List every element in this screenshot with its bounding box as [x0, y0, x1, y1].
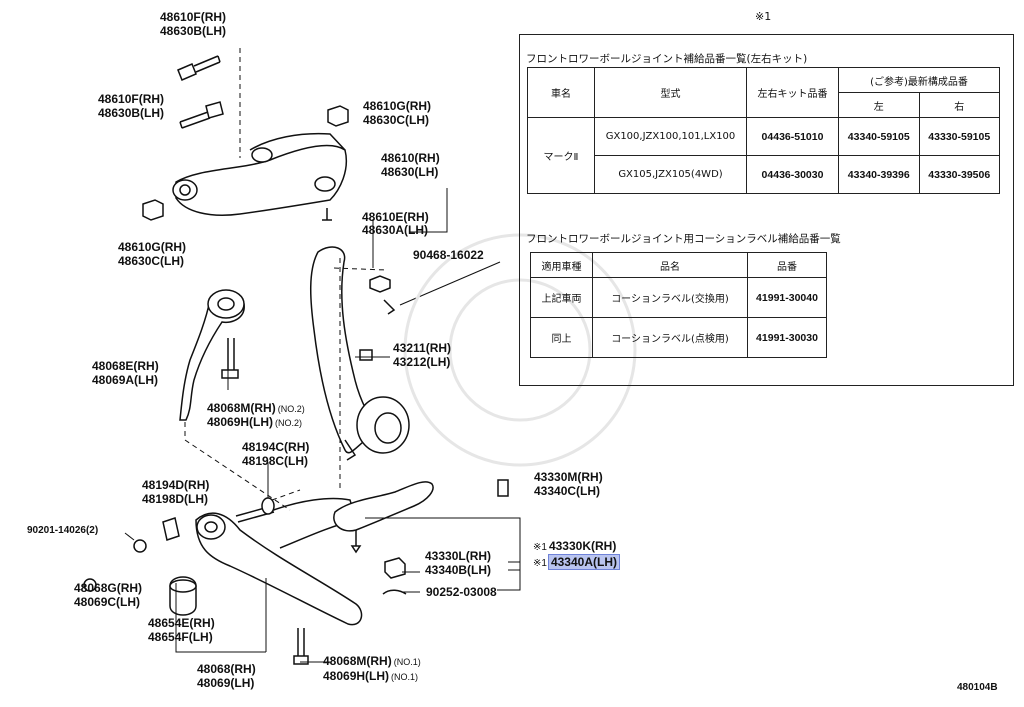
washer: [83, 517, 180, 592]
label-48198D-lh: 48198D(LH): [142, 492, 209, 506]
label-48194D-rh: 48194D(RH): [142, 478, 210, 492]
label-48610-rh: 48610(RH): [381, 151, 440, 165]
label-90201-14026: 90201-14026(2): [27, 525, 99, 536]
cell-car: マークⅡ: [527, 117, 595, 194]
upper-arm-bolt-top: [177, 55, 221, 81]
label-90252-03008: 90252-03008: [426, 585, 497, 599]
th-right: 右: [918, 92, 1000, 118]
label-48654E-rh: 48654E(RH): [148, 616, 215, 630]
label-90468-16022: 90468-16022: [413, 248, 484, 262]
cell-right-1: 43330-59105: [918, 117, 1000, 156]
label-48630C-lh: 48630C(LH): [363, 113, 430, 127]
cell-model-1: GX100,JZX100,101,LX100: [594, 117, 747, 156]
panel-note-mark: ※1: [755, 10, 772, 23]
th-kit: 左右キット品番: [746, 67, 839, 118]
th-vehicle: 適用車種: [530, 252, 593, 278]
label-48610G-rh-2: 48610G(RH): [118, 240, 187, 254]
label-48068G-rh: 48068G(RH): [74, 581, 143, 595]
label-48610F-rh-2: 48610F(RH): [98, 92, 165, 106]
cell-vehicle-1: 上記車両: [530, 277, 593, 318]
table1-title: フロントロワーボールジョイント補給品番一覧(左右キット): [526, 53, 808, 65]
label-48069A-lh: 48069A(LH): [92, 373, 159, 387]
bushing-cube-top: [327, 105, 349, 127]
cell-left-1: 43340-59105: [838, 117, 920, 156]
th-name: 品名: [592, 252, 748, 278]
lower-bushing: [169, 576, 197, 616]
label-43340B-lh: 43340B(LH): [425, 563, 492, 577]
th-ref: (ご参考)最新構成品番: [838, 67, 1000, 93]
cell-kit-2: 04436-30030: [746, 155, 839, 194]
label-48610F-rh: 48610F(RH): [160, 10, 227, 24]
strut-rod: [179, 289, 245, 421]
lower-control-arm: [195, 497, 363, 626]
label-43211-rh: 43211(RH): [393, 341, 452, 355]
upper-control-arm: [172, 132, 347, 221]
label-48069-lh: 48069(LH): [197, 676, 255, 690]
label-48610E-rh: 48610E(RH): [362, 210, 429, 224]
kit-table: 車名 型式 左右キット品番 (ご参考)最新構成品番 左 右 マークⅡ GX100…: [527, 67, 1000, 194]
th-model: 型式: [594, 67, 747, 118]
reference-panel: フロントロワーボールジョイント補給品番一覧(左右キット) 車名 型式 左右キット…: [519, 34, 1014, 386]
label-48654F-lh: 48654F(LH): [148, 630, 213, 644]
label-43330L-rh: 43330L(RH): [425, 549, 492, 563]
cell-part-1: 41991-30040: [747, 277, 827, 318]
label-48069H-lh-no2: 48069H(LH)(NO.2): [207, 415, 303, 429]
lower-bolt: [293, 479, 509, 665]
bushing-cube-left: [142, 199, 164, 221]
label-48610G-rh: 48610G(RH): [363, 99, 432, 113]
label-table: 適用車種 品名 品番 上記車両 コーションラベル(交換用) 41991-3004…: [530, 252, 827, 358]
label-48068-rh: 48068(RH): [197, 662, 256, 676]
table2-title: フロントロワーボールジョイント用コーションラベル補給品番一覧: [526, 233, 841, 245]
knuckle-nut: [369, 275, 396, 315]
label-48069C-lh: 48069C(LH): [74, 595, 141, 609]
upper-arm-bolt-mid: [179, 101, 224, 129]
label-48630B-lh-2: 48630B(LH): [98, 106, 165, 120]
label-48630-lh: 48630(LH): [381, 165, 439, 179]
label-48630A-lh: 48630A(LH): [362, 223, 429, 237]
th-car: 車名: [527, 67, 595, 118]
label-48068E-rh: 48068E(RH): [92, 359, 159, 373]
cell-right-2: 43330-39506: [918, 155, 1000, 194]
th-part: 品番: [747, 252, 827, 278]
label-48630B-lh: 48630B(LH): [160, 24, 227, 38]
label-48194C-rh: 48194C(RH): [242, 440, 310, 454]
cell-kit-1: 04436-51010: [746, 117, 839, 156]
label-48198C-lh: 48198C(LH): [242, 454, 309, 468]
dashed-guides: [184, 48, 387, 511]
lower-ball-joint: [333, 481, 434, 554]
diagram-code: 480104B: [957, 682, 998, 693]
cell-name-2: コーションラベル(点検用): [592, 317, 748, 358]
th-left: 左: [838, 92, 920, 118]
label-48630C-lh-2: 48630C(LH): [118, 254, 185, 268]
label-48068M-rh-no1: 48068M(RH)(NO.1): [323, 654, 421, 668]
label-48069H-lh-no1: 48069H(LH)(NO.1): [323, 669, 419, 683]
cell-name-1: コーションラベル(交換用): [592, 277, 748, 318]
label-43212-lh: 43212(LH): [393, 355, 451, 369]
cell-part-2: 41991-30030: [747, 317, 827, 358]
cell-model-2: GX105,JZX105(4WD): [594, 155, 747, 194]
label-48068M-rh-no2: 48068M(RH)(NO.2): [207, 401, 305, 415]
label-43330M-rh: 43330M(RH): [534, 470, 603, 484]
cell-vehicle-2: 同上: [530, 317, 593, 358]
cell-left-2: 43340-39396: [838, 155, 920, 194]
label-43340C-lh: 43340C(LH): [534, 484, 601, 498]
